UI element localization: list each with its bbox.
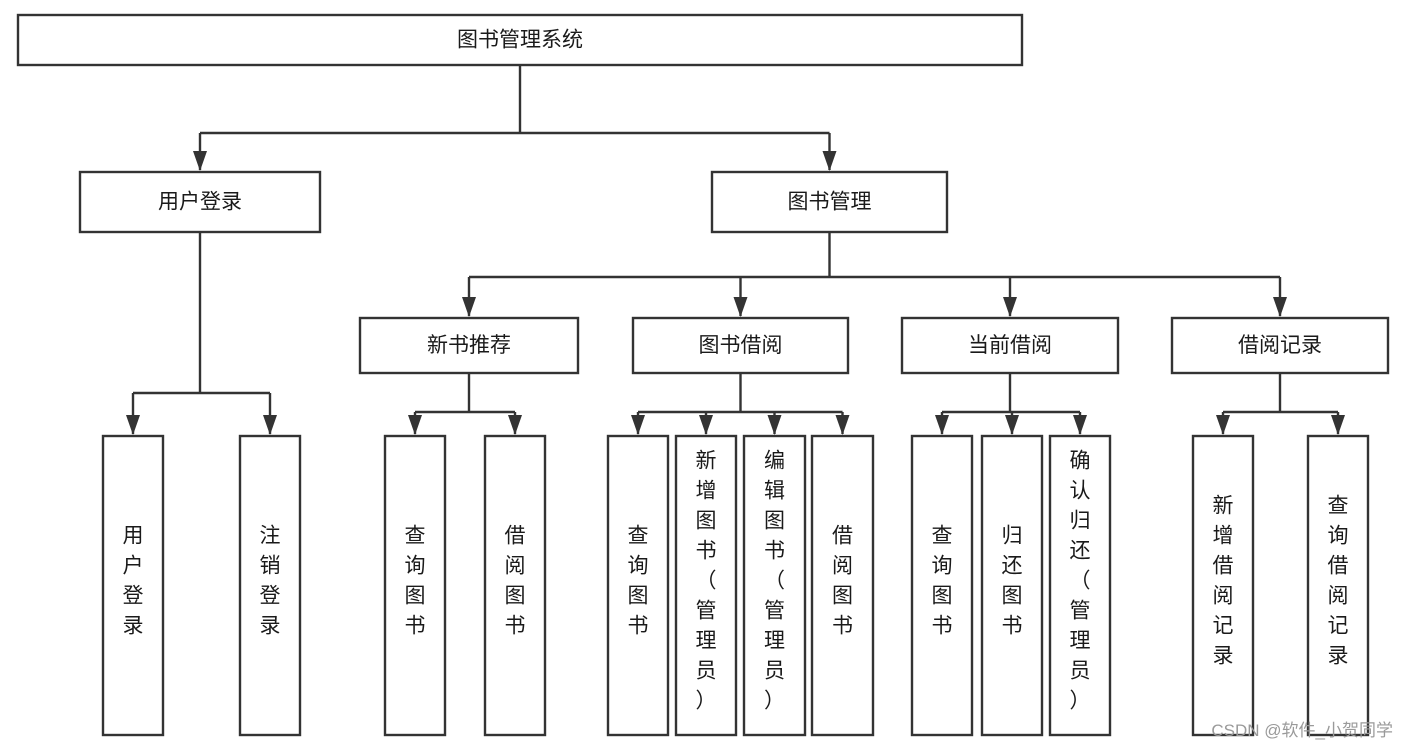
- node-label: 借阅记录: [1238, 334, 1322, 357]
- node-label: 图书管理系统: [457, 29, 583, 52]
- arrow-head-icon: [126, 415, 140, 435]
- nodes-layer: 图书管理系统用户登录图书管理新书推荐图书借阅当前借阅借阅记录用户登录注销登录查询…: [16, 13, 1390, 737]
- node-user-login[interactable]: 用户登录: [78, 170, 322, 234]
- arrow-head-icon: [462, 297, 476, 317]
- node-leaf-borrow-book-1[interactable]: 借阅图书: [483, 434, 547, 737]
- node-label: 借阅图书: [832, 525, 853, 638]
- arrow-head-icon: [822, 151, 837, 171]
- node-leaf-add-book[interactable]: 新增图书（管理员）: [674, 434, 738, 737]
- node-label: 用户登录: [123, 525, 144, 638]
- arrow-head-icon: [1073, 415, 1087, 435]
- node-leaf-borrow-book-2[interactable]: 借阅图书: [810, 434, 875, 737]
- node-leaf-confirm-return[interactable]: 确认归还（管理员）: [1048, 434, 1112, 737]
- node-label: 当前借阅: [968, 334, 1052, 357]
- node-current-borrow[interactable]: 当前借阅: [900, 316, 1120, 375]
- node-leaf-return-book[interactable]: 归还图书: [980, 434, 1044, 737]
- node-label: 编辑图书（管理员）: [764, 450, 785, 713]
- node-label: 查询借阅记录: [1328, 495, 1349, 668]
- arrow-head-icon: [935, 415, 949, 435]
- node-label: 用户登录: [158, 191, 242, 214]
- node-label: 归还图书: [1002, 525, 1023, 638]
- node-label: 图书管理: [788, 191, 872, 214]
- node-label: 注销登录: [260, 525, 281, 638]
- node-leaf-query-record[interactable]: 查询借阅记录: [1306, 434, 1370, 737]
- node-label: 图书借阅: [699, 334, 783, 357]
- node-book-manage[interactable]: 图书管理: [710, 170, 949, 234]
- node-leaf-add-record[interactable]: 新增借阅记录: [1191, 434, 1255, 737]
- arrow-head-icon: [1331, 415, 1345, 435]
- arrow-head-icon: [508, 415, 522, 435]
- arrow-head-icon: [699, 415, 713, 435]
- node-new-book-rec[interactable]: 新书推荐: [358, 316, 580, 375]
- arrow-head-icon: [1273, 297, 1287, 317]
- node-label: 新增图书（管理员）: [696, 450, 717, 713]
- node-label: 新增借阅记录: [1213, 495, 1234, 668]
- arrow-head-icon: [733, 297, 748, 317]
- node-leaf-query-book-2[interactable]: 查询图书: [606, 434, 670, 737]
- node-label: 确认归还（管理员）: [1070, 450, 1091, 713]
- arrow-head-icon: [193, 151, 207, 171]
- node-leaf-query-book-1[interactable]: 查询图书: [383, 434, 447, 737]
- arrow-head-icon: [408, 415, 422, 435]
- node-label: 新书推荐: [427, 334, 511, 357]
- arrow-head-icon: [1005, 415, 1019, 435]
- node-leaf-edit-book[interactable]: 编辑图书（管理员）: [742, 434, 807, 737]
- node-leaf-query-book-3[interactable]: 查询图书: [910, 434, 974, 737]
- node-label: 借阅图书: [505, 525, 526, 638]
- node-leaf-logout[interactable]: 注销登录: [238, 434, 302, 737]
- edges-layer: [126, 65, 1345, 435]
- node-book-borrow[interactable]: 图书借阅: [631, 316, 850, 375]
- node-leaf-user-login[interactable]: 用户登录: [101, 434, 165, 737]
- node-label: 查询图书: [405, 525, 426, 638]
- arrow-head-icon: [1003, 297, 1017, 317]
- node-label: 查询图书: [932, 525, 953, 638]
- arrow-head-icon: [631, 415, 645, 435]
- arrow-head-icon: [1216, 415, 1230, 435]
- arrow-head-icon: [835, 415, 850, 435]
- node-label: 查询图书: [628, 525, 649, 638]
- arrow-head-icon: [767, 415, 782, 435]
- node-root-system[interactable]: 图书管理系统: [16, 13, 1024, 67]
- node-borrow-record[interactable]: 借阅记录: [1170, 316, 1390, 375]
- arrow-head-icon: [263, 415, 277, 435]
